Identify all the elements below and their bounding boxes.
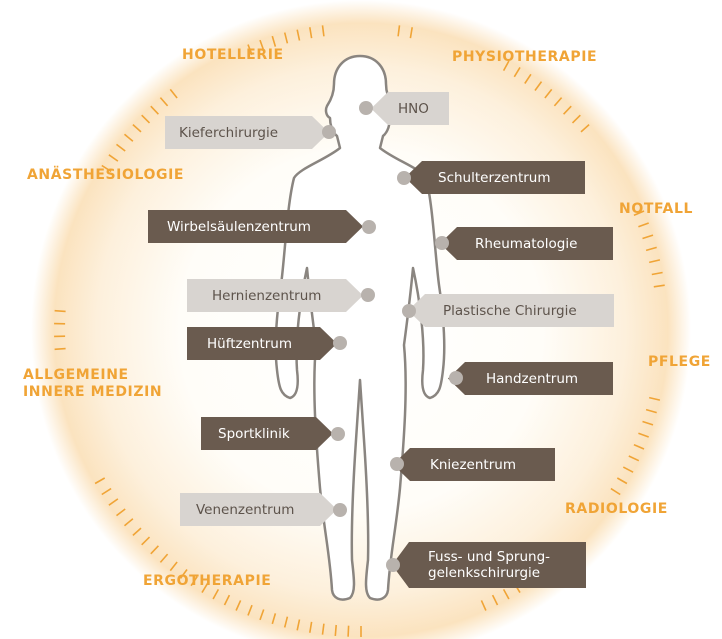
dot-hernienzentrum <box>361 288 375 302</box>
dot-handzentrum <box>449 371 463 385</box>
tag-handzentrum-label: Handzentrum <box>465 371 578 387</box>
dot-wirbelsaeulenzentrum <box>362 220 376 234</box>
label-notfall: NOTFALL <box>619 201 693 218</box>
tag-rheumatologie[interactable]: Rheumatologie <box>440 227 613 260</box>
tag-plastische-chirurgie-label: Plastische Chirurgie <box>425 303 577 319</box>
tag-fuss-line2: gelenkschirurgie <box>428 565 550 581</box>
dot-kniezentrum <box>390 457 404 471</box>
tag-wirbelsaeulenzentrum-label: Wirbelsäulenzentrum <box>148 219 311 235</box>
label-pflege: PFLEGE <box>648 354 711 371</box>
tag-fuss-und-sprunggelenkschirurgie[interactable]: Fuss- und Sprung- gelenkschirurgie <box>392 542 586 588</box>
tag-sportklinik-label: Sportklinik <box>201 426 290 442</box>
dot-venenzentrum <box>333 503 347 517</box>
tag-hernienzentrum-label: Hernienzentrum <box>187 288 321 304</box>
ring-tick <box>55 311 66 312</box>
label-radiologie: RADIOLOGIE <box>565 501 668 518</box>
tag-fuss-label: Fuss- und Sprung- gelenkschirurgie <box>409 549 550 581</box>
tag-handzentrum[interactable]: Handzentrum <box>448 362 613 395</box>
tag-fuss-line1: Fuss- und Sprung- <box>428 549 550 565</box>
label-ergotherapie: ERGOTHERAPIE <box>143 573 271 590</box>
dot-plastische-chirurgie <box>402 304 416 318</box>
tag-hernienzentrum[interactable]: Hernienzentrum <box>187 279 363 312</box>
tag-hueftzentrum-label: Hüftzentrum <box>187 336 292 352</box>
tag-kniezentrum-label: Kniezentrum <box>410 457 516 473</box>
tag-kieferchirurgie[interactable]: Kieferchirurgie <box>165 116 329 149</box>
tag-hno-label: HNO <box>388 101 429 117</box>
label-allgemeine-line2: INNERE MEDIZIN <box>23 384 162 401</box>
tag-rheumatologie-label: Rheumatologie <box>457 236 577 252</box>
label-allgemeine-innere-medizin: ALLGEMEINE INNERE MEDIZIN <box>23 367 162 401</box>
dot-kieferchirurgie <box>322 125 336 139</box>
tag-plastische-chirurgie[interactable]: Plastische Chirurgie <box>408 294 614 327</box>
dot-rheumatologie <box>435 236 449 250</box>
tag-sportklinik[interactable]: Sportklinik <box>201 417 333 450</box>
tag-schulterzentrum[interactable]: Schulterzentrum <box>405 161 585 194</box>
tag-kieferchirurgie-label: Kieferchirurgie <box>165 125 278 141</box>
dot-schulterzentrum <box>397 171 411 185</box>
dot-fuss-und-sprunggelenkschirurgie <box>386 558 400 572</box>
label-anaesthesiologie: ANÄSTHESIOLOGIE <box>27 167 184 184</box>
tag-wirbelsaeulenzentrum[interactable]: Wirbelsäulenzentrum <box>148 210 363 243</box>
tag-venenzentrum[interactable]: Venenzentrum <box>180 493 337 526</box>
label-physiotherapie: PHYSIOTHERAPIE <box>452 49 597 66</box>
dot-hno <box>359 101 373 115</box>
ring-tick <box>348 626 349 637</box>
dot-sportklinik <box>331 427 345 441</box>
tag-venenzentrum-label: Venenzentrum <box>180 502 294 518</box>
tag-hueftzentrum[interactable]: Hüftzentrum <box>187 327 337 360</box>
label-allgemeine-line1: ALLGEMEINE <box>23 367 162 384</box>
ring-tick <box>55 349 66 350</box>
tag-kniezentrum[interactable]: Kniezentrum <box>393 448 555 481</box>
tag-schulterzentrum-label: Schulterzentrum <box>422 170 551 186</box>
label-hotellerie: HOTELLERIE <box>182 47 284 64</box>
ring-tick <box>335 625 336 636</box>
dot-hueftzentrum <box>333 336 347 350</box>
